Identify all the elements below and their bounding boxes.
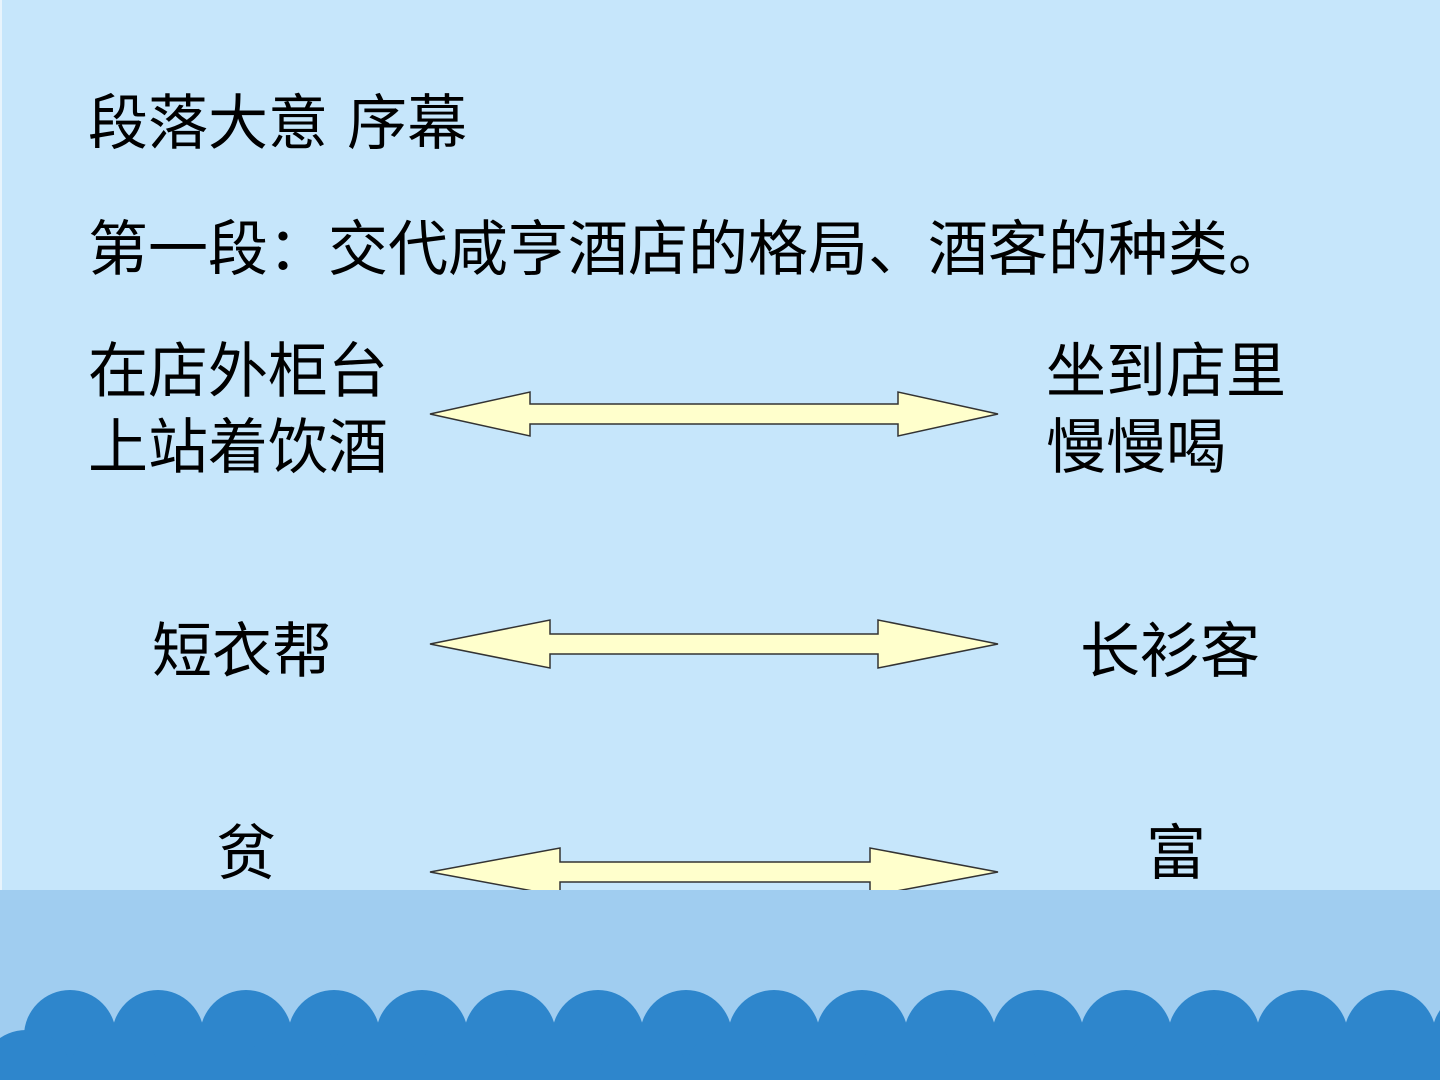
slide-subtitle: 第一段：交代咸亨酒店的格局、酒客的种类。 bbox=[88, 215, 1288, 285]
double-arrow-icon bbox=[429, 619, 999, 669]
wave-circle bbox=[596, 1030, 688, 1080]
wave-circle bbox=[860, 1030, 952, 1080]
double-arrow-icon bbox=[429, 847, 999, 897]
wave-decoration bbox=[0, 890, 1440, 1080]
double-arrow-icon bbox=[429, 391, 999, 437]
row-1-right-line-2: 慢慢喝 bbox=[1046, 413, 1226, 483]
wave-circle bbox=[1300, 1030, 1392, 1080]
row-2-left-text: 短衣帮 bbox=[152, 617, 332, 687]
wave-circle bbox=[332, 1030, 424, 1080]
slide-left-edge bbox=[0, 0, 2, 1080]
wave-circle bbox=[1036, 1030, 1128, 1080]
wave-circle bbox=[1212, 1030, 1304, 1080]
wave-circle bbox=[1388, 1030, 1440, 1080]
row-3-right-text: 富 bbox=[1146, 819, 1206, 889]
slide-heading: 段落大意 序幕 bbox=[88, 89, 468, 159]
wave-circle bbox=[772, 1030, 864, 1080]
wave-circle bbox=[684, 1030, 776, 1080]
wave-circle bbox=[948, 1030, 1040, 1080]
wave-circle bbox=[0, 1030, 72, 1080]
wave-circle bbox=[68, 1030, 160, 1080]
wave-circle bbox=[156, 1030, 248, 1080]
row-1-left-line-1: 在店外柜台 bbox=[88, 337, 388, 407]
wave-circle bbox=[1124, 1030, 1216, 1080]
row-2-right-text: 长衫客 bbox=[1080, 617, 1260, 687]
wave-circle bbox=[244, 1030, 336, 1080]
row-1-left-text: 在店外柜台 上站着饮酒 bbox=[88, 334, 388, 486]
wave-circle bbox=[420, 1030, 512, 1080]
row-3-left-text: 贫 bbox=[216, 819, 276, 889]
row-1-left-line-2: 上站着饮酒 bbox=[88, 413, 388, 483]
row-1-right-text: 坐到店里 慢慢喝 bbox=[1046, 334, 1286, 486]
wave-circle bbox=[508, 1030, 600, 1080]
row-1-right-line-1: 坐到店里 bbox=[1046, 337, 1286, 407]
